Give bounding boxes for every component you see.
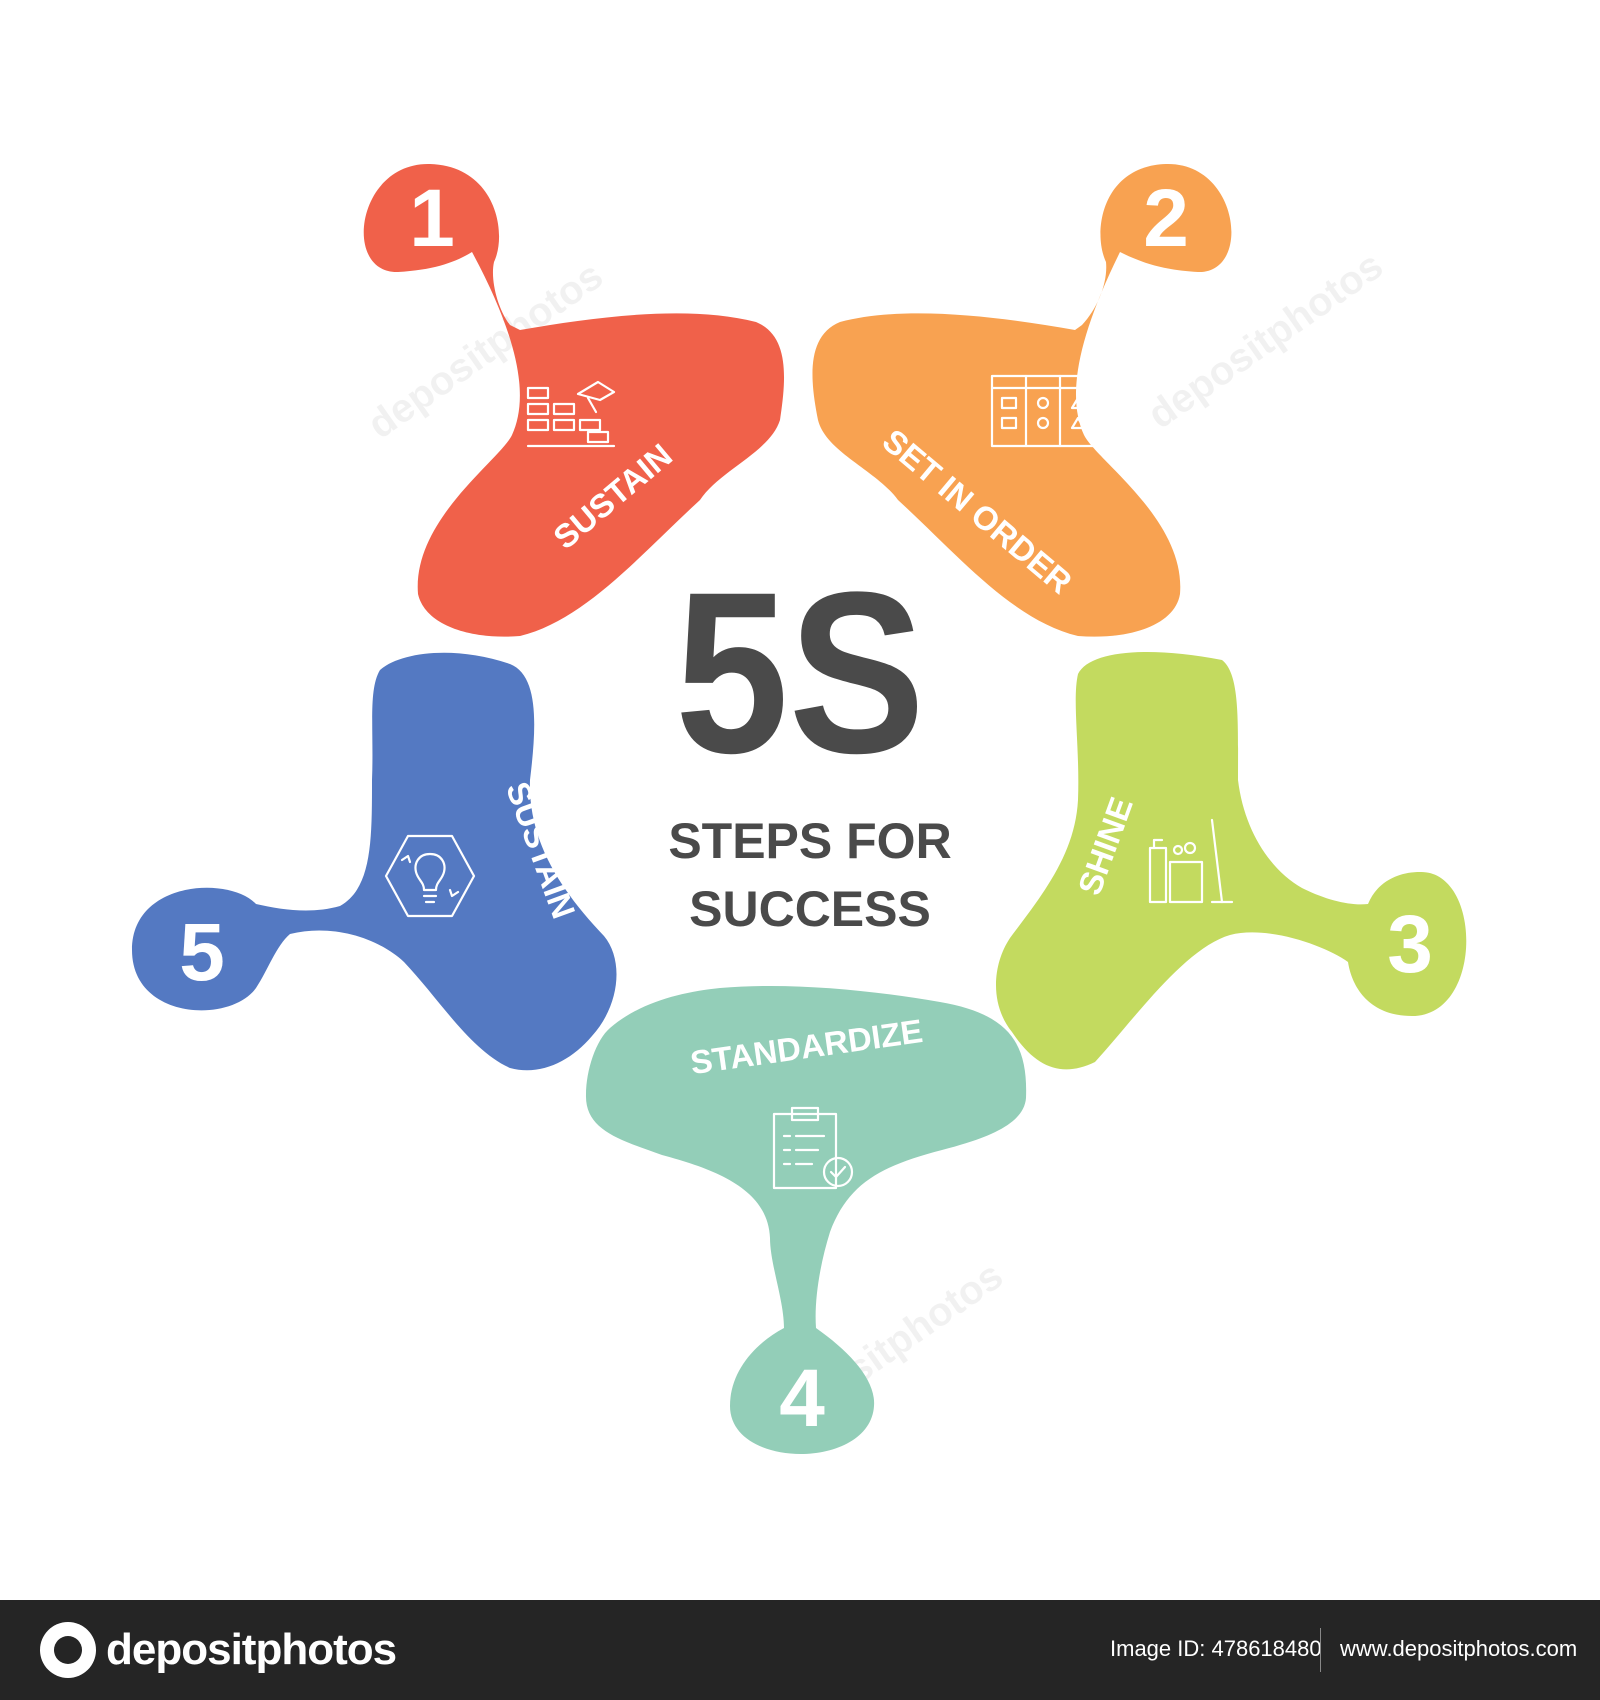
center-text: 5S STEPS FOR SUCCESS bbox=[668, 544, 951, 937]
footer-divider bbox=[1320, 1628, 1321, 1672]
step-1-shape bbox=[363, 163, 785, 637]
depositphotos-logo-icon bbox=[40, 1622, 96, 1678]
step-3-number: 3 bbox=[1387, 899, 1433, 990]
organizer-board-icon bbox=[990, 374, 1098, 448]
cleaning-supplies-icon bbox=[1148, 818, 1234, 904]
step-2-shape bbox=[812, 163, 1232, 637]
five-s-diagram: depositphotos depositphotos depositphoto… bbox=[132, 163, 1467, 1454]
watermark-text: depositphotos bbox=[1140, 243, 1391, 437]
step-1-petal: 1 SUSTAIN bbox=[363, 163, 785, 637]
step-4-shape bbox=[585, 985, 1027, 1454]
step-2-number: 2 bbox=[1143, 173, 1189, 264]
center-subtitle-line1: STEPS FOR bbox=[668, 813, 951, 869]
step-3-petal: 3 SHINE bbox=[996, 651, 1467, 1070]
step-5-petal: 5 SUSTAIN bbox=[132, 652, 617, 1071]
footer-image-id: Image ID: 478618480 bbox=[1110, 1636, 1322, 1661]
sorting-blocks-hand-icon bbox=[526, 380, 616, 448]
step-1-number: 1 bbox=[409, 173, 455, 264]
step-5-shape bbox=[132, 652, 617, 1071]
step-4-number: 4 bbox=[779, 1353, 825, 1444]
step-3-shape bbox=[996, 651, 1467, 1070]
center-title: 5S bbox=[675, 544, 925, 801]
lightbulb-cycle-icon bbox=[384, 834, 476, 918]
step-4-petal: 4 STANDARDIZE bbox=[585, 985, 1027, 1454]
footer-site-link[interactable]: www.depositphotos.com bbox=[1340, 1636, 1578, 1661]
footer-logo-text: depositphotos bbox=[106, 1625, 397, 1674]
step-5-number: 5 bbox=[179, 907, 225, 998]
checklist-clipboard-icon bbox=[772, 1106, 854, 1190]
center-subtitle-line2: SUCCESS bbox=[689, 881, 931, 937]
stock-footer-bar: depositphotos Image ID: 478618480 www.de… bbox=[0, 1600, 1600, 1700]
